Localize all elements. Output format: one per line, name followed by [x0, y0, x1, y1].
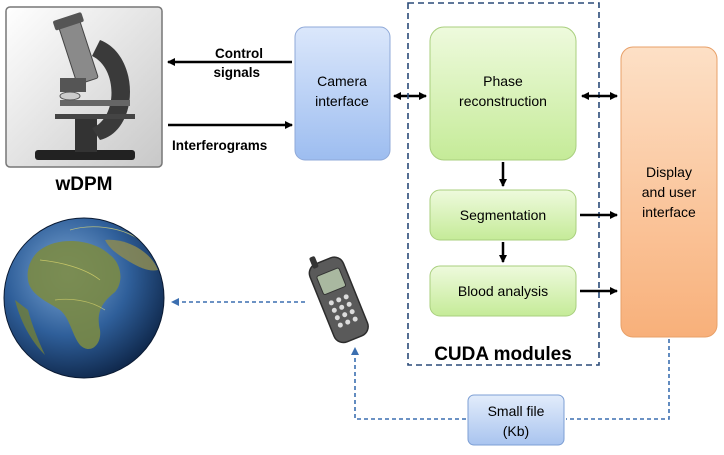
blood-analysis-box [429, 265, 577, 317]
cuda-label: CUDA modules [434, 344, 572, 365]
interferograms-label: Interferograms [172, 138, 267, 153]
phone-icon [308, 256, 369, 344]
blood-label: Blood analysis [458, 283, 548, 299]
cuda-region [407, 2, 600, 366]
microscope-icon [5, 6, 163, 168]
phase-label-line2: reconstruction [459, 93, 547, 109]
microscope-label: wDPM [55, 174, 113, 195]
display-smallfile-path [566, 339, 670, 420]
display-label-line3: interface [642, 204, 696, 220]
globe-icon [3, 217, 165, 379]
smallfile-phone-path [351, 347, 466, 420]
phase-label-line1: Phase [483, 73, 523, 89]
display-label-line2: and user [642, 184, 697, 200]
display-label-line1: Display [646, 164, 692, 180]
camera-label-line2: interface [315, 93, 369, 109]
smallfile-label-line2: (Kb) [503, 423, 529, 439]
smallfile-label-line1: Small file [488, 403, 545, 419]
control-label-line2: signals [213, 65, 260, 80]
small-file-box [467, 394, 565, 446]
control-label-line1: Control [215, 46, 263, 61]
camera-label-line1: Camera [317, 73, 367, 89]
camera-interface-box [294, 26, 391, 161]
display-interface-box [620, 46, 718, 338]
segmentation-box [429, 189, 577, 241]
phase-reconstruction-box [429, 26, 577, 161]
segmentation-label: Segmentation [460, 207, 546, 223]
